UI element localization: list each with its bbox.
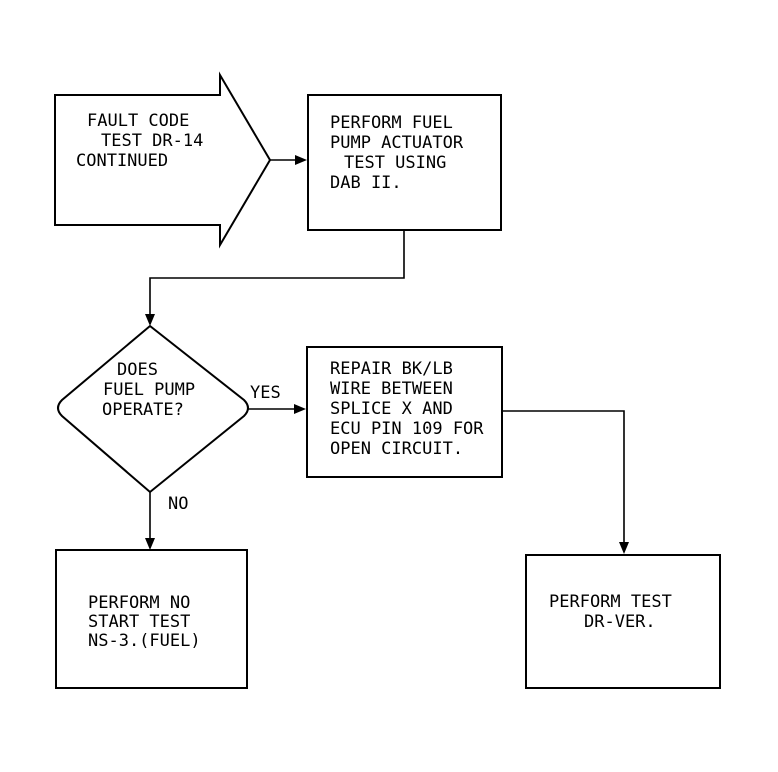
arrowhead-decision bbox=[145, 314, 155, 326]
step-repair-line-4: ECU PIN 109 FOR bbox=[330, 419, 484, 439]
step-actuator-line-2: PUMP ACTUATOR bbox=[330, 133, 464, 153]
step-verify-line-1: PERFORM TEST bbox=[549, 592, 672, 612]
step-actuator-line-3: TEST USING bbox=[344, 153, 446, 173]
arrowhead-verify bbox=[619, 542, 629, 554]
step-repair-line-3: SPLICE X AND bbox=[330, 399, 453, 419]
step-actuator-box bbox=[307, 94, 502, 231]
decision-line-3: OPERATE? bbox=[102, 400, 184, 420]
decision-node: DOES FUEL PUMP OPERATE? bbox=[57, 324, 249, 494]
entry-arrow-node: FAULT CODE TEST DR-14 CONTINUED bbox=[54, 71, 272, 249]
step-actuator-line-4: DAB II. bbox=[330, 173, 402, 193]
step-verify-line-2: DR-VER. bbox=[584, 612, 656, 632]
step-verify-node: PERFORM TEST DR-VER. bbox=[525, 554, 721, 689]
step-verify-box bbox=[525, 554, 721, 689]
step-actuator-node: PERFORM FUEL PUMP ACTUATOR TEST USING DA… bbox=[307, 94, 502, 231]
step-no-start-node: PERFORM NO START TEST NS-3.(FUEL) bbox=[55, 549, 248, 689]
step-repair-line-2: WIRE BETWEEN bbox=[330, 379, 453, 399]
step-repair-line-1: REPAIR BK/LB bbox=[330, 359, 453, 379]
step-repair-node: REPAIR BK/LB WIRE BETWEEN SPLICE X AND E… bbox=[306, 346, 503, 478]
step-actuator-line-1: PERFORM FUEL bbox=[330, 113, 453, 133]
connector-repair-to-verify bbox=[502, 410, 625, 546]
step-repair-box bbox=[306, 346, 503, 478]
entry-line-3: CONTINUED bbox=[76, 151, 168, 171]
arrowhead-actuator bbox=[295, 155, 307, 165]
decision-line-2: FUEL PUMP bbox=[103, 380, 195, 400]
no-label: NO bbox=[168, 494, 188, 514]
entry-arrow-shape bbox=[54, 71, 272, 249]
connector-actuator-to-decision bbox=[149, 230, 405, 318]
step-no-start-line-1: PERFORM NO bbox=[88, 593, 190, 613]
arrowhead-repair bbox=[294, 404, 306, 414]
arrowhead-no-start bbox=[145, 538, 155, 550]
entry-line-1: FAULT CODE bbox=[87, 111, 189, 131]
step-no-start-box bbox=[55, 549, 248, 689]
yes-label: YES bbox=[250, 383, 281, 403]
step-no-start-line-3: NS-3.(FUEL) bbox=[88, 631, 201, 651]
step-repair-line-5: OPEN CIRCUIT. bbox=[330, 439, 463, 459]
decision-line-1: DOES bbox=[117, 360, 158, 380]
entry-line-2: TEST DR-14 bbox=[101, 131, 203, 151]
step-no-start-line-2: START TEST bbox=[88, 612, 190, 632]
